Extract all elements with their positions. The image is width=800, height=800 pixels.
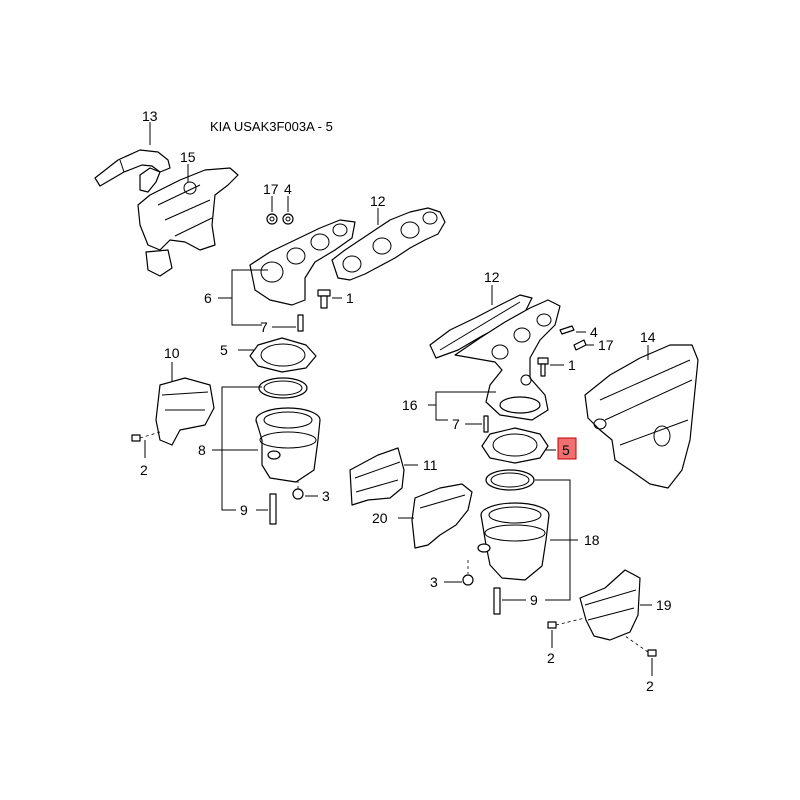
callout-2-right-a: 2 xyxy=(547,650,555,666)
bolt-1-right xyxy=(537,357,549,377)
nut-3-left xyxy=(292,480,304,500)
gasket-5-left xyxy=(249,337,317,373)
heat-shield-14 xyxy=(584,344,699,489)
callout-4-right: 4 xyxy=(590,324,598,340)
bolt-1-left xyxy=(317,289,331,309)
callout-14: 14 xyxy=(640,329,656,345)
diagram-title: KIA USAK3F003A - 5 xyxy=(210,119,333,134)
catalytic-converter-8 xyxy=(255,407,321,483)
ring-gasket-right xyxy=(485,469,535,491)
callout-labels: 13 15 17 4 12 6 1 7 10 5 8 2 3 9 12 4 17… xyxy=(140,108,672,694)
callout-15: 15 xyxy=(180,149,196,165)
callout-3-left: 3 xyxy=(322,488,330,504)
stud-9-right xyxy=(493,587,501,615)
callout-17-right: 17 xyxy=(598,337,614,353)
callout-13: 13 xyxy=(142,108,158,124)
stud-7-left xyxy=(297,314,304,332)
callout-8: 8 xyxy=(198,442,206,458)
callout-12-left: 12 xyxy=(370,193,386,209)
heat-shield-15 xyxy=(137,167,239,277)
callout-7-left: 7 xyxy=(260,319,268,335)
callout-3-right: 3 xyxy=(430,574,438,590)
callout-7-right: 7 xyxy=(452,416,460,432)
hose-pipe-13 xyxy=(94,149,171,193)
exhaust-manifold-6 xyxy=(249,219,356,306)
callout-2-left: 2 xyxy=(140,462,148,478)
callout-12-right: 12 xyxy=(484,269,500,285)
callout-10: 10 xyxy=(164,345,180,361)
callout-9-right: 9 xyxy=(530,592,538,608)
nut-17-right xyxy=(573,339,587,351)
bolt-2-left xyxy=(131,431,161,442)
callout-2-right-b: 2 xyxy=(646,678,654,694)
callout-19: 19 xyxy=(656,597,672,613)
callout-16: 16 xyxy=(402,397,418,413)
callout-1-left: 1 xyxy=(346,290,354,306)
exhaust-manifold-16 xyxy=(454,299,561,421)
callout-4-left: 4 xyxy=(284,181,292,197)
callout-20: 20 xyxy=(372,510,388,526)
callout-5-right-highlighted: 5 xyxy=(562,442,570,458)
callout-1-right: 1 xyxy=(568,357,576,373)
stud-9-left xyxy=(269,493,277,525)
nut-17-left xyxy=(266,213,278,225)
manifold-gasket-12 xyxy=(331,207,446,281)
callout-11: 11 xyxy=(423,457,438,473)
highlight-box-5 xyxy=(557,437,577,460)
manifold-gasket-12-right xyxy=(429,294,533,359)
catalytic-converter-18 xyxy=(477,502,550,581)
callout-9-left: 9 xyxy=(240,502,248,518)
callout-6: 6 xyxy=(204,290,212,306)
heat-shield-10 xyxy=(155,377,215,446)
bracket-11 xyxy=(349,447,405,506)
gasket-5-right xyxy=(481,427,549,464)
callout-17-left: 17 xyxy=(263,181,279,197)
ring-gasket-left xyxy=(258,377,308,399)
leader-lines xyxy=(144,122,653,676)
bolt-2-right-a xyxy=(547,617,586,629)
callout-18: 18 xyxy=(584,532,600,548)
bolt-2-right-b xyxy=(624,635,657,657)
stud-4-left xyxy=(282,213,294,225)
stud-4-right xyxy=(559,325,575,335)
callout-5-left: 5 xyxy=(220,342,228,358)
bracket-20 xyxy=(411,483,473,549)
stud-7-right xyxy=(483,415,489,433)
heat-shield-19 xyxy=(579,569,641,641)
nut-3-right xyxy=(462,560,474,586)
